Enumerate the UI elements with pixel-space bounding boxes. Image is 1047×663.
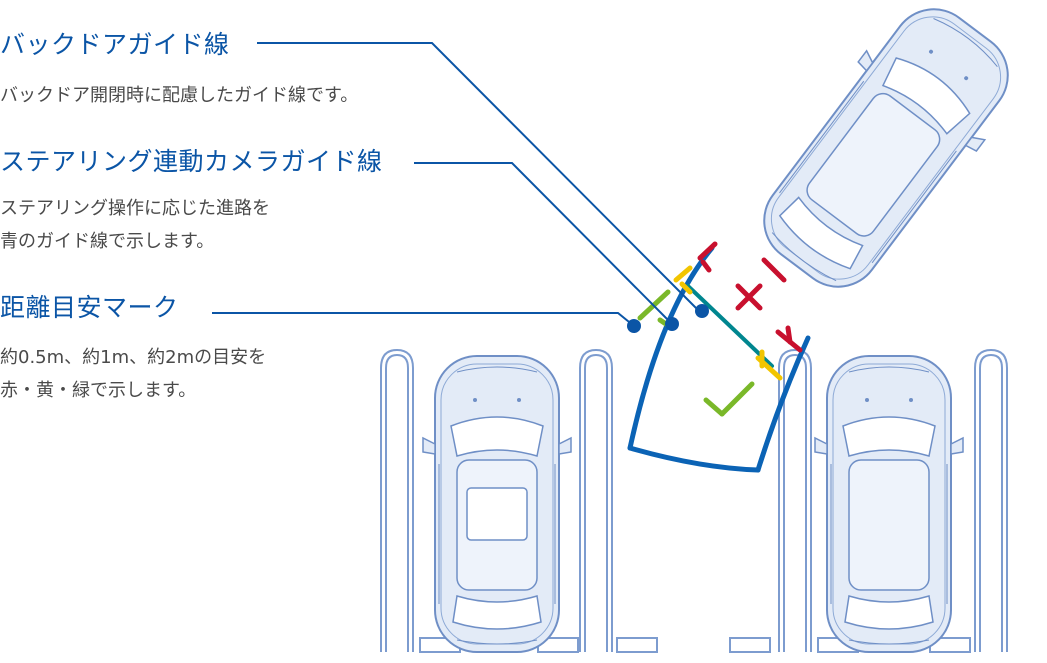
distance-mark-red bbox=[697, 241, 803, 353]
distance-mark-description-line1: 約0.5m、約1m、約2mの目安を bbox=[0, 347, 267, 368]
parked-car-right bbox=[814, 355, 964, 653]
steering-guide-description-line1: ステアリング操作に応じた進路を bbox=[0, 198, 270, 219]
reversing-car bbox=[736, 0, 1036, 312]
steering-guide-lines bbox=[627, 245, 811, 473]
distance-mark-description-line2: 赤・黄・緑で示します。 bbox=[0, 380, 197, 401]
distance-mark-yellow bbox=[673, 265, 783, 381]
parked-car-left bbox=[422, 355, 572, 653]
leader-dots bbox=[627, 304, 709, 333]
steering-guide-title: ステアリング連動カメラガイド線 bbox=[0, 147, 383, 176]
distance-mark-title: 距離目安マーク bbox=[0, 293, 179, 322]
backdoor-guide-description: バックドア開閉時に配慮したガイド線です。 bbox=[0, 85, 359, 106]
backdoor-guide-title: バックドアガイド線 bbox=[0, 30, 230, 59]
steering-guide-description-line2: 青のガイド線で示します。 bbox=[0, 231, 215, 252]
backdoor-guide-line bbox=[686, 284, 774, 368]
cross-mark bbox=[735, 283, 763, 311]
